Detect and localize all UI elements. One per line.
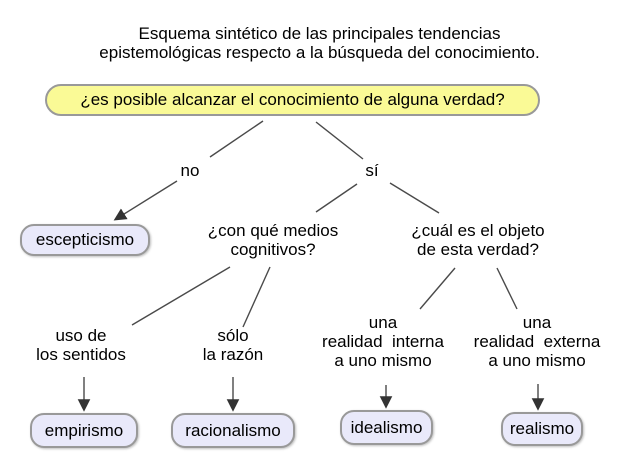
edge-label-no: no	[180, 161, 200, 180]
edge-label-si: sí	[365, 161, 379, 180]
node-root-question-label: ¿es posible alcanzar el conocimiento de …	[80, 90, 505, 109]
node-empirismo: empirismo	[30, 413, 138, 448]
answer-label-razon: sólo la razón	[202, 326, 264, 364]
diagram-title: Esquema sintético de las principales ten…	[99, 24, 540, 62]
node-realismo: realismo	[501, 412, 583, 446]
question-label-objeto: ¿cuál es el objeto de esta verdad?	[411, 221, 545, 259]
edge-root-to-no	[209, 120, 264, 158]
node-racionalismo: racionalismo	[171, 413, 295, 448]
node-idealismo: idealismo	[340, 410, 433, 445]
edge-medios-to-sentidos	[131, 266, 231, 326]
edge-si-to-medios	[315, 183, 358, 213]
node-racionalismo-label: racionalismo	[185, 420, 281, 440]
edge-si-to-objeto	[389, 182, 440, 214]
edge-root-to-si	[315, 121, 364, 160]
edge-objeto-to-externa	[496, 267, 518, 310]
node-escepticismo: escepticismo	[20, 224, 150, 256]
answer-label-interna: una realidad interna a uno mismo	[322, 313, 444, 370]
question-label-medios: ¿con qué medios cognitivos?	[207, 221, 339, 259]
node-realismo-label: realismo	[509, 419, 575, 438]
node-root-question: ¿es posible alcanzar el conocimiento de …	[45, 84, 540, 116]
edge-medios-to-razon	[242, 266, 271, 328]
node-empirismo-label: empirismo	[44, 420, 124, 440]
node-escepticismo-label: escepticismo	[35, 230, 135, 249]
edge-no-to-escepticismo	[113, 180, 178, 221]
answer-label-sentidos: uso de los sentidos	[36, 326, 126, 364]
edge-objeto-to-interna	[419, 267, 456, 310]
answer-label-externa: una realidad externa a uno mismo	[473, 313, 601, 370]
node-idealismo-label: idealismo	[350, 417, 423, 437]
